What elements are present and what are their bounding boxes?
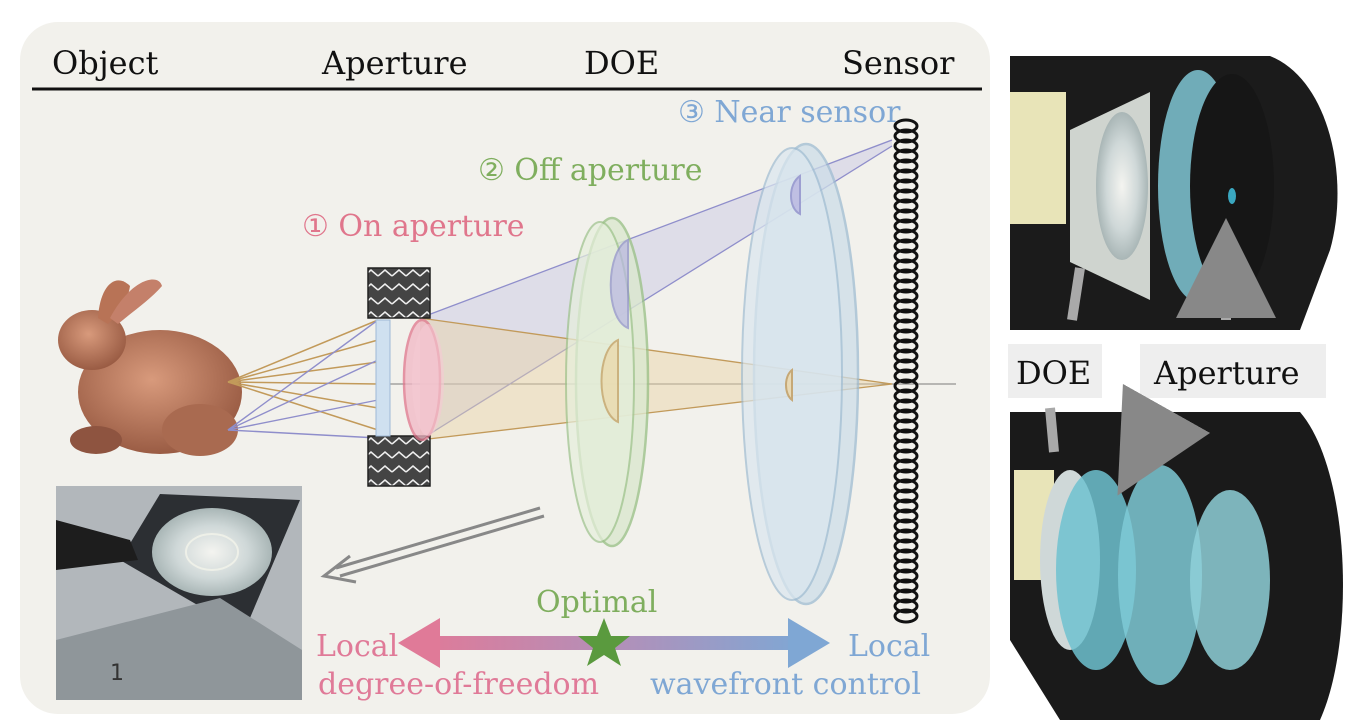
- sensor-pixel: [893, 448, 919, 464]
- header-doe-label: DOE: [584, 44, 659, 82]
- sensor-pixel: [893, 458, 919, 474]
- sensor-pixel: [893, 428, 919, 444]
- photo-label-doe-box: DOE: [1008, 344, 1102, 398]
- doe-off-aperture: [565, 216, 650, 548]
- header-object-label: Object: [52, 44, 159, 82]
- sensor-pixel: [893, 398, 919, 414]
- sensor-pixel: [893, 308, 919, 324]
- lens-barrel-render-bottom: [1004, 402, 1354, 724]
- sensor-pixel: [893, 508, 919, 524]
- sensor-pixel: [893, 208, 919, 224]
- sensor-pixel: [893, 338, 919, 354]
- sensor-pixel: [893, 138, 919, 154]
- sensor-pixel: [893, 198, 919, 214]
- photo-label-aperture: Aperture: [1153, 354, 1300, 392]
- photo-label-doe: DOE: [1016, 354, 1091, 392]
- sensor-pixel: [893, 408, 919, 424]
- label-on-aperture: ① On aperture: [302, 209, 525, 244]
- image-sensor: [893, 118, 919, 624]
- aperture-stop: [367, 267, 431, 487]
- ray-fan-object-blue: [227, 319, 379, 439]
- ray-fan-object: [227, 319, 379, 431]
- sensor-pixel: [893, 228, 919, 244]
- sensor-pixel: [893, 568, 919, 584]
- optimal-star: [578, 618, 630, 666]
- sensor-pixel: [893, 368, 919, 384]
- svg-text:1: 1: [110, 661, 124, 686]
- sensor-pixel: [893, 518, 919, 534]
- sensor-pixel: [893, 358, 919, 374]
- doe-near-sensor: [741, 142, 860, 606]
- tradeoff-arrow: [398, 618, 830, 668]
- header-aperture-label: Aperture: [321, 44, 468, 82]
- sensor-pixel: [893, 258, 919, 274]
- sensor-pixel: [893, 588, 919, 604]
- on-axis-beam: [420, 318, 892, 440]
- sensor-pixel: [893, 128, 919, 144]
- sensor-pixel: [893, 318, 919, 334]
- sensor-pixel: [893, 548, 919, 564]
- doe-on-aperture: [402, 318, 444, 442]
- sensor-pixel: [893, 488, 919, 504]
- sensor-pixel: [893, 248, 919, 264]
- sensor-pixel: [893, 538, 919, 554]
- sensor-pixel: [893, 578, 919, 594]
- sensor-pixel: [893, 378, 919, 394]
- label-right-line1: Local: [848, 629, 930, 664]
- label-near-sensor: ③ Near sensor: [678, 95, 901, 130]
- label-right-line2: wavefront control: [650, 667, 921, 702]
- sensor-pixel: [893, 438, 919, 454]
- photo-pointer-arrow: [320, 506, 545, 584]
- header-sensor-label: Sensor: [842, 44, 955, 82]
- label-off-aperture: ② Off aperture: [478, 153, 703, 188]
- sensor-pixel: [893, 608, 919, 624]
- sensor-pixel: [893, 168, 919, 184]
- sensor-pixel: [893, 498, 919, 514]
- sensor-pixel: [893, 238, 919, 254]
- sensor-pixel: [893, 118, 919, 134]
- sensor-pixel: [893, 268, 919, 284]
- sensor-pixel: [893, 418, 919, 434]
- sensor-pixel: [893, 348, 919, 364]
- sensor-pixel: [893, 468, 919, 484]
- lens-barrel-render-top: [1008, 54, 1354, 334]
- sensor-pixel: [893, 288, 919, 304]
- doe-photo: 1: [56, 486, 302, 700]
- label-optimal: Optimal: [536, 585, 657, 620]
- label-left-line2: degree-of-freedom: [318, 667, 599, 702]
- photo-label-aperture-box: Aperture: [1140, 344, 1326, 398]
- sensor-pixel: [893, 598, 919, 614]
- sensor-pixel: [893, 278, 919, 294]
- sensor-pixel: [893, 158, 919, 174]
- sensor-pixel: [893, 218, 919, 234]
- sensor-pixel: [893, 388, 919, 404]
- sensor-pixel: [893, 188, 919, 204]
- sensor-pixel: [893, 148, 919, 164]
- sensor-pixel: [893, 528, 919, 544]
- sensor-pixel: [893, 558, 919, 574]
- label-left-line1: Local: [316, 629, 398, 664]
- sensor-pixel: [893, 178, 919, 194]
- sensor-pixel: [893, 328, 919, 344]
- sensor-pixel: [893, 478, 919, 494]
- sensor-pixel: [893, 298, 919, 314]
- bunny-object: [58, 279, 242, 456]
